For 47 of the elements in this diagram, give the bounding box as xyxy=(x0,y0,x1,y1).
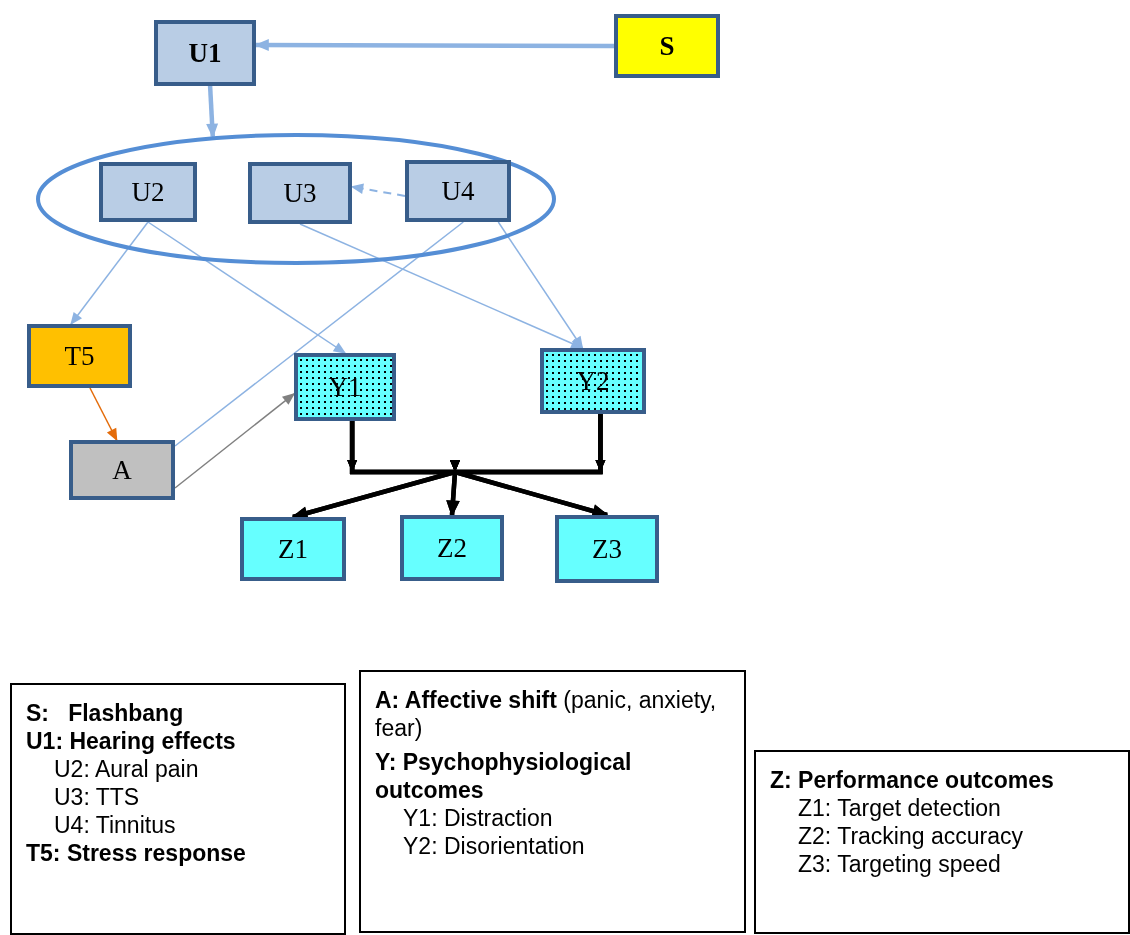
legend-text: Y1: Distraction xyxy=(403,804,554,833)
variable-box xyxy=(154,20,256,86)
node-label: U4 xyxy=(441,175,475,207)
node-label: U3 xyxy=(283,177,317,209)
arrow xyxy=(70,221,149,326)
arrow xyxy=(147,221,347,354)
variable-box xyxy=(614,14,720,78)
legend-text: Z: Performance outcomes xyxy=(770,766,1055,795)
variable-box xyxy=(555,515,659,583)
node-label: U2 xyxy=(131,176,165,208)
node-label: Z1 xyxy=(278,533,308,565)
node-label: S xyxy=(659,30,675,62)
variable-box xyxy=(240,517,346,581)
arrow xyxy=(497,221,584,350)
legend-text: A: Affective shift (panic, anxiety, fear) xyxy=(375,686,718,743)
arrow xyxy=(299,223,584,349)
legend-text: Z2: Tracking accuracy xyxy=(798,822,1024,851)
legend-box xyxy=(10,683,346,935)
legend-box xyxy=(754,750,1130,934)
arrow xyxy=(206,85,219,139)
legend-text: S: Flashbang xyxy=(26,699,185,728)
legend-text: U3: TTS xyxy=(54,783,141,812)
legend-text: U2: Aural pain xyxy=(54,755,200,784)
legend-text: Z3: Targeting speed xyxy=(798,850,1002,879)
variable-box xyxy=(294,353,396,421)
node-label: A xyxy=(112,454,132,486)
variable-box xyxy=(69,440,175,500)
node-label: Z2 xyxy=(437,532,467,564)
group-ellipse xyxy=(36,133,556,265)
node-label: T5 xyxy=(64,340,95,372)
variable-box xyxy=(99,162,197,222)
node-label: Z3 xyxy=(592,533,622,565)
legend-text: Y: Psychophysiological outcomes xyxy=(375,748,633,805)
node-label: U1 xyxy=(188,37,222,69)
legend-text: Z1: Target detection xyxy=(798,794,1002,823)
variable-box xyxy=(27,324,132,388)
arrow xyxy=(174,392,296,489)
variable-box xyxy=(248,162,352,224)
legend-text: T5: Stress response xyxy=(26,839,247,868)
legend-text: Y2: Disorientation xyxy=(403,832,586,861)
legend-text: U4: Tinnitus xyxy=(54,811,177,840)
legend-box xyxy=(359,670,746,933)
variable-box xyxy=(540,348,646,414)
arrow xyxy=(89,387,118,442)
legend-text: U1: Hearing effects xyxy=(26,727,237,756)
variable-box xyxy=(405,160,511,222)
variable-box xyxy=(400,515,504,581)
